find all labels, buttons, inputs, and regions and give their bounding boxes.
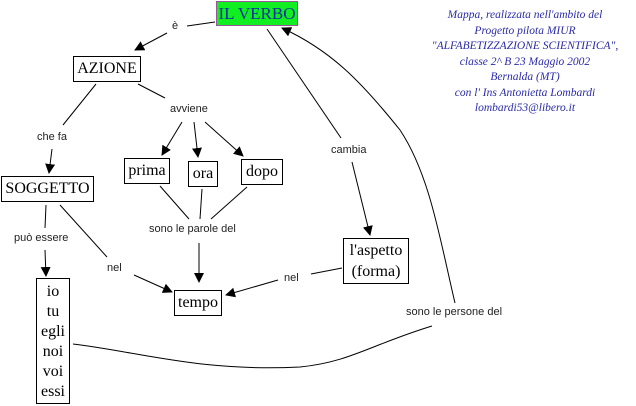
credit-line: Mappa, realizzata nell'ambito del <box>447 9 603 21</box>
node-prima[interactable]: prima <box>124 158 170 184</box>
credit-line: "ALFABETIZZAZIONE SCIENTIFICA", <box>431 40 619 52</box>
link-ora-parole <box>199 188 203 220</box>
pronoun-noi: noi <box>42 343 64 360</box>
link-e-azione <box>134 32 168 51</box>
pronoun-egli: egli <box>41 323 65 340</box>
node-ora[interactable]: ora <box>188 161 218 187</box>
credit-line: con l' Ins Antonietta Lombardi <box>454 86 596 99</box>
link-azione-chefa <box>62 83 97 126</box>
pronoun-io: io <box>46 283 60 300</box>
link-soggetto-nel <box>59 204 108 258</box>
label-puo-essere: può essere <box>14 232 69 244</box>
link-persone-verbo <box>281 27 456 304</box>
node-soggetto[interactable]: SOGGETTO <box>1 176 94 202</box>
aspetto-line-1: l'aspetto <box>349 242 403 259</box>
label-nel-left: nel <box>107 262 122 274</box>
node-dopo[interactable]: dopo <box>241 159 283 185</box>
label-che-fa: che fa <box>37 131 67 143</box>
node-pronouns[interactable]: io tu egli noi voi essi <box>36 278 70 404</box>
pronoun-tu: tu <box>46 303 60 320</box>
link-pronouns-persone <box>72 325 433 369</box>
link-avviene-prima <box>161 121 183 156</box>
credit-email[interactable]: lombardi53@libero.it <box>474 102 576 114</box>
link-aspetto-nel <box>310 267 343 275</box>
credit-line: Progetto pilota MIUR <box>474 24 576 37</box>
link-nel-tempo-right <box>225 279 279 298</box>
credit-line: classe 2^ B 23 Maggio 2002 <box>459 55 591 68</box>
label-sono-le-persone-del: sono le persone del <box>406 306 503 318</box>
link-puoessere-pronouns <box>40 249 51 277</box>
link-chefa-soggetto <box>45 148 56 174</box>
label-cambia: cambia <box>331 144 367 156</box>
aspetto-line-2: (forma) <box>351 263 401 280</box>
label-e: è <box>172 20 179 32</box>
credit-text: Mappa, realizzata nell'ambito del Proget… <box>420 8 630 117</box>
node-azione[interactable]: AZIONE <box>73 56 141 82</box>
link-verbo-cambia <box>266 28 342 139</box>
pronoun-voi: voi <box>42 363 64 380</box>
link-nel-tempo <box>133 274 173 293</box>
node-tempo[interactable]: tempo <box>174 290 222 316</box>
link-azione-avviene <box>137 83 166 99</box>
link-soggetto-puoessere <box>44 204 47 229</box>
label-avviene: avviene <box>170 103 208 115</box>
label-sono-le-parole-del: sono le parole del <box>149 223 236 235</box>
credit-line: Bernalda (MT) <box>490 71 560 83</box>
node-aspetto-forma[interactable]: l'aspetto (forma) <box>343 238 409 284</box>
link-dopo-parole <box>210 186 248 220</box>
link-prima-parole <box>159 185 190 220</box>
link-avviene-dopo <box>204 121 244 157</box>
link-avviene-ora <box>192 121 202 158</box>
link-cambia-aspetto <box>351 161 373 236</box>
pronoun-essi: essi <box>41 383 65 400</box>
node-il-verbo[interactable]: IL VERBO <box>216 1 298 26</box>
label-nel-right: nel <box>284 272 299 284</box>
link-verbo-e <box>186 21 216 27</box>
